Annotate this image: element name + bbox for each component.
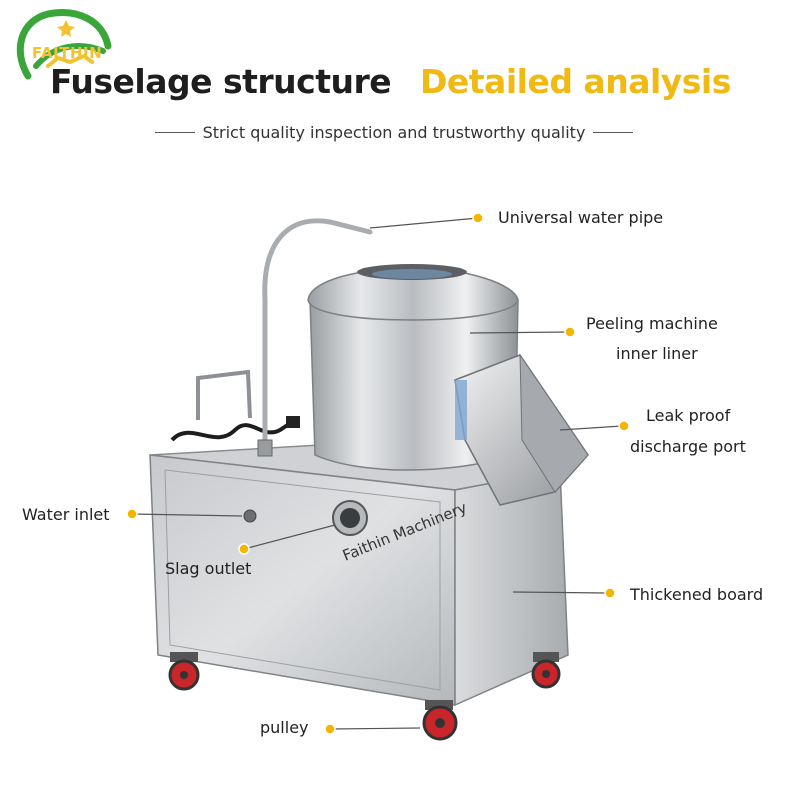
- callout-dots: [126, 212, 630, 735]
- divider: [154, 132, 195, 133]
- brand-name: FAITHIN: [32, 44, 103, 62]
- pulley-wheel: [168, 652, 200, 691]
- water-inlet-port: [243, 509, 257, 523]
- pulley-wheel: [531, 652, 561, 689]
- divider: [593, 132, 634, 133]
- page-title: Fuselage structure: [50, 62, 392, 101]
- subtitle-row: Strict quality inspection and trustworth…: [124, 123, 664, 142]
- water-pipe: [262, 218, 373, 455]
- callout-water-inlet: Water inlet: [22, 505, 110, 524]
- callout-water-pipe: Universal water pipe: [498, 208, 664, 227]
- callout-liner-line1: Peeling machine: [586, 314, 718, 333]
- callout-pulley: pulley: [260, 718, 309, 737]
- callout-thickened-board: Thickened board: [630, 585, 764, 604]
- callout-liner-line2: inner liner: [616, 344, 698, 363]
- subtitle: Strict quality inspection and trustworth…: [202, 123, 586, 142]
- pulley-wheel: [422, 700, 458, 741]
- handshake-leaf-logo-icon: [16, 9, 112, 80]
- callout-slag-outlet: Slag outlet: [165, 559, 252, 578]
- page-title-accent: Detailed analysis: [420, 62, 731, 101]
- callout-discharge-line2: discharge port: [630, 437, 746, 456]
- power-cord: [170, 420, 294, 442]
- handle: [196, 369, 252, 420]
- callout-discharge-line1: Leak proof: [646, 406, 731, 425]
